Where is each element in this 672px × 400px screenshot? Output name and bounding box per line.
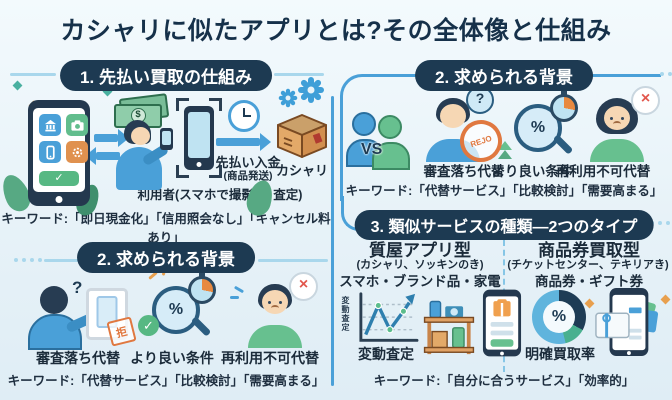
connector-line bbox=[341, 196, 366, 231]
rejected-user-icon: ? REJO bbox=[424, 86, 508, 168]
line-chart bbox=[359, 292, 419, 342]
giftcard-phone-icon bbox=[594, 286, 660, 363]
section2-right-header: 2. 求められる背景 bbox=[415, 60, 593, 91]
chart1-label: 変動査定 bbox=[358, 346, 414, 362]
type2-subtitle: (チケットセンター、テキリアき) bbox=[507, 259, 669, 271]
gear-icon bbox=[297, 76, 325, 109]
type2-items: 商品券・ギフト券 bbox=[535, 274, 643, 289]
buyback-rate-donut-icon: % bbox=[532, 290, 586, 344]
item-label: より良い条件 bbox=[130, 350, 214, 366]
person-silhouette-icon bbox=[372, 115, 410, 170]
camera-app-icon bbox=[66, 114, 88, 136]
sparkle-icon bbox=[12, 80, 23, 91]
percent-glyph: % bbox=[530, 119, 546, 136]
chart2-label: 明確買取率 bbox=[525, 346, 595, 362]
header-line bbox=[258, 259, 328, 262]
section3-keywords: キーワード:「自分に合うサービス」「効率的」 bbox=[373, 374, 635, 388]
sparkle-icon bbox=[584, 298, 595, 309]
up-chevrons-icon bbox=[498, 141, 512, 159]
package-box-icon bbox=[276, 112, 328, 165]
phone-screen: ✓ bbox=[33, 108, 88, 192]
page-title: カシャリに似たアプリとは?その全体像と仕組み bbox=[60, 17, 612, 45]
goods-shelf-icon bbox=[420, 294, 478, 361]
rejected-application-icon: ? 拒 bbox=[28, 278, 137, 350]
brand-label: カシャリ bbox=[275, 163, 328, 178]
item-label: 審査落ち代替 bbox=[423, 164, 505, 179]
pawn-app-phone-icon bbox=[482, 288, 522, 363]
home-button bbox=[55, 196, 63, 203]
confirm-check-icon: ✓ bbox=[39, 171, 79, 186]
percent-glyph: % bbox=[168, 301, 184, 318]
prepaid-payment-label: 先払い入金 bbox=[215, 155, 281, 170]
section-background-left: 2. 求められる背景 ? 拒 % ✓ × 審査 bbox=[0, 238, 332, 400]
settings-app-icon bbox=[66, 141, 88, 163]
stopwatch-icon bbox=[188, 276, 216, 304]
section2-left-header: 2. 求められる背景 bbox=[77, 242, 255, 273]
column-divider bbox=[331, 96, 334, 386]
shipping-label: (商品発送) bbox=[223, 170, 273, 182]
cross-badge-icon: × bbox=[289, 272, 318, 301]
arrow-left-icon bbox=[85, 147, 120, 165]
fluctuating-price-chart-icon: 変動査定 bbox=[340, 290, 423, 350]
percent-glyph: % bbox=[551, 308, 567, 325]
magnifier-percent-icon: % bbox=[498, 94, 578, 159]
unhappy-woman-icon: × bbox=[588, 86, 660, 162]
header-line bbox=[10, 73, 56, 76]
item-label: 審査落ち代替 bbox=[36, 350, 120, 366]
reject-stamp-icon: 拒 bbox=[106, 316, 137, 347]
section2-left-keywords: キーワード:「代替サービス」「比較検討」「需要高まる」 bbox=[7, 374, 325, 388]
phone-app-icon bbox=[39, 141, 61, 163]
document-icon: 拒 bbox=[86, 288, 137, 347]
dotted-line bbox=[660, 72, 672, 76]
type2-title: 商品券買取型 bbox=[538, 241, 640, 260]
section-prepaid-mechanism: 1. 先払い買取の仕組み bbox=[0, 56, 332, 245]
check-glyph: ✓ bbox=[54, 172, 64, 184]
dotted-line bbox=[14, 258, 42, 262]
type1-title: 質屋アプリ型 bbox=[369, 241, 471, 260]
cross-badge-icon: × bbox=[631, 86, 660, 115]
gear-icon bbox=[278, 88, 298, 113]
check-badge-icon: ✓ bbox=[138, 315, 159, 336]
section-service-types: 3. 類似サービスの種類—2つのタイプ 質屋アプリ型 (カシャリ、ソッキンのき)… bbox=[336, 196, 672, 400]
item-label: 再利用不可代替 bbox=[221, 350, 319, 366]
magnifier-percent-icon: % ✓ bbox=[138, 267, 216, 337]
section3-header: 3. 類似サービスの種類—2つのタイプ bbox=[354, 210, 654, 240]
phone-scan-frame-icon bbox=[176, 98, 222, 178]
unhappy-user-icon: × bbox=[230, 272, 318, 348]
chart-axis-label: 変動査定 bbox=[341, 296, 350, 332]
user-photographing-icon bbox=[112, 120, 173, 190]
type1-subtitle: (カシャリ、ソッキンのき) bbox=[356, 259, 484, 271]
scanned-phone-icon bbox=[184, 106, 214, 170]
clock-icon bbox=[228, 100, 260, 132]
app-tiles bbox=[33, 108, 88, 163]
section-background-right: 2. 求められる背景 VS ? REJO % × 審査落ち代替 より良い条件 bbox=[336, 56, 672, 206]
versus-people-icon: VS bbox=[346, 112, 410, 170]
smartphone-app-screen-icon: ✓ bbox=[28, 100, 90, 206]
section2-right-keywords: キーワード:「代替サービス」「比較検討」「需要高まる」 bbox=[345, 184, 663, 198]
item-label: より良い条件 bbox=[491, 164, 573, 179]
arrow-right-icon bbox=[94, 129, 129, 147]
header-line bbox=[44, 259, 84, 262]
arrow-right-icon bbox=[216, 133, 271, 151]
question-glyph: ? bbox=[72, 278, 83, 297]
type1-items: スマホ・ブランド品・家電 bbox=[339, 274, 501, 289]
section1-header: 1. 先払い買取の仕組み bbox=[60, 60, 272, 91]
bank-app-icon bbox=[39, 114, 61, 136]
sparkle-icon bbox=[660, 294, 671, 305]
header-line bbox=[274, 73, 324, 76]
stopwatch-icon bbox=[550, 94, 578, 122]
item-label: 再利用不可代替 bbox=[555, 164, 651, 179]
vs-label: VS bbox=[361, 141, 383, 158]
